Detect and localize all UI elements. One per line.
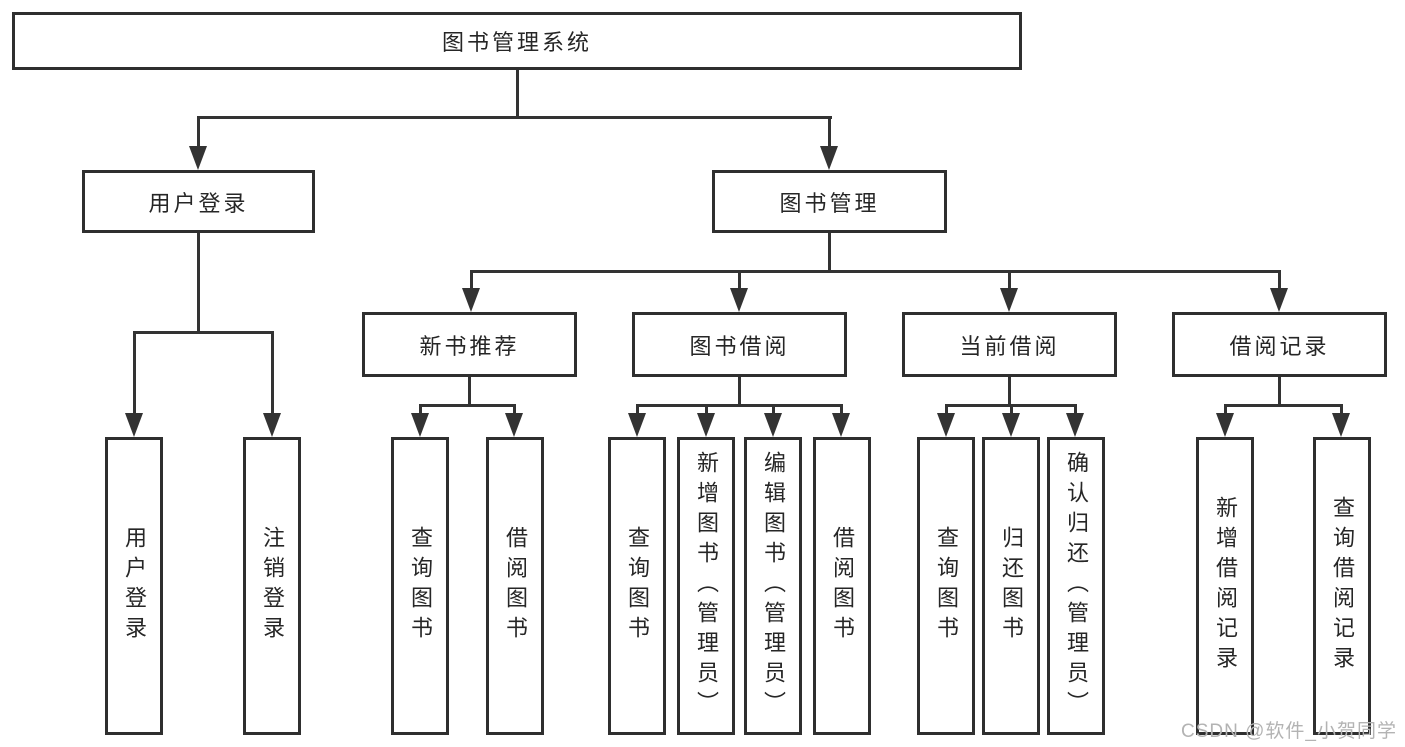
connector-currentborrow-stem [1008,377,1011,406]
node-new-book-recommend-label: 新书推荐 [419,333,520,359]
arrowhead-to-query-books-recommend [411,413,429,437]
leaf-return-books-label: 归还图书 [999,526,1024,646]
connector-login-to-leaf1 [133,331,136,415]
connector-bookmgmt-stem [828,233,831,272]
arrowhead-to-leaf-user-login [125,413,143,437]
node-user-login-label: 用户登录 [148,190,249,216]
leaf-query-borrow-record: 查询借阅记录 [1313,437,1371,735]
arrowhead-to-edit-books-admin [764,413,782,437]
connector-to-recommend [470,270,473,290]
connector-currentborrow-leaf2 [1010,404,1013,416]
connector-root-to-login [197,116,200,148]
connector-recommend-leaf1 [419,404,422,416]
leaf-logout: 注销登录 [243,437,301,735]
connector-records-leaf2 [1340,404,1343,416]
leaf-query-books-current: 查询图书 [917,437,975,735]
connector-bookborrow-stem [738,377,741,406]
leaf-add-borrow-record-label: 新增借阅记录 [1213,496,1238,676]
connector-bookborrow-branch [636,404,842,407]
leaf-add-books-admin: 新增图书（管理员） [677,437,735,735]
leaf-add-books-admin-label: 新增图书（管理员） [694,451,719,721]
node-book-management: 图书管理 [712,170,947,233]
leaf-confirm-return-admin-label: 确认归还（管理员） [1064,451,1089,721]
leaf-query-books-borrow-label: 查询图书 [625,526,650,646]
leaf-query-borrow-record-label: 查询借阅记录 [1330,496,1355,676]
arrowhead-to-book-management [820,146,838,170]
node-borrow-records-label: 借阅记录 [1229,333,1330,359]
connector-root-stem [516,70,519,118]
arrowhead-to-user-login [189,146,207,170]
connector-recommend-leaf2 [513,404,516,416]
arrowhead-to-leaf-logout [263,413,281,437]
connector-to-current-borrow [1008,270,1011,290]
node-root: 图书管理系统 [12,12,1022,70]
node-book-borrow-label: 图书借阅 [689,333,790,359]
leaf-query-books-current-label: 查询图书 [934,526,959,646]
leaf-borrow-books-recommend: 借阅图书 [486,437,544,735]
node-borrow-records: 借阅记录 [1172,312,1387,377]
leaf-borrow-books-recommend-label: 借阅图书 [503,526,528,646]
leaf-edit-books-admin-label: 编辑图书（管理员） [761,451,786,721]
connector-to-book-borrow [738,270,741,290]
connector-login-to-leaf2 [271,331,274,415]
connector-to-borrow-records [1278,270,1281,290]
leaf-query-books-recommend-label: 查询图书 [408,526,433,646]
connector-currentborrow-leaf3 [1074,404,1077,416]
arrowhead-to-borrow-books [832,413,850,437]
arrowhead-to-borrow-records [1270,288,1288,312]
node-book-borrow: 图书借阅 [632,312,847,377]
node-new-book-recommend: 新书推荐 [362,312,577,377]
connector-bookborrow-leaf4 [840,404,843,416]
leaf-user-login-label: 用户登录 [122,526,147,646]
node-book-management-label: 图书管理 [779,190,880,216]
leaf-user-login: 用户登录 [105,437,163,735]
connector-records-leaf1 [1224,404,1227,416]
leaf-confirm-return-admin: 确认归还（管理员） [1047,437,1105,735]
connector-login-branch [133,331,273,334]
leaf-query-books-borrow: 查询图书 [608,437,666,735]
arrowhead-to-add-borrow-record [1216,413,1234,437]
node-root-label: 图书管理系统 [441,30,592,55]
arrowhead-to-confirm-return [1066,413,1084,437]
arrowhead-to-query-borrow-record [1332,413,1350,437]
arrowhead-to-book-borrow [730,288,748,312]
connector-recommend-branch [419,404,516,407]
csdn-watermark: CSDN @软件_小贺同学 [1181,721,1397,742]
connector-records-branch [1224,404,1342,407]
arrowhead-to-borrow-books-recommend [505,413,523,437]
arrowhead-to-current-borrow [1000,288,1018,312]
leaf-add-borrow-record: 新增借阅记录 [1196,437,1254,735]
connector-bookborrow-leaf3 [772,404,775,416]
connector-bookborrow-leaf2 [705,404,708,416]
leaf-edit-books-admin: 编辑图书（管理员） [744,437,802,735]
arrowhead-to-query-books-borrow [628,413,646,437]
leaf-logout-label: 注销登录 [260,526,285,646]
arrowhead-to-add-books-admin [697,413,715,437]
leaf-query-books-recommend: 查询图书 [391,437,449,735]
leaf-borrow-books-label: 借阅图书 [830,526,855,646]
leaf-return-books: 归还图书 [982,437,1040,735]
arrowhead-to-return-books [1002,413,1020,437]
connector-recommend-stem [468,377,471,406]
connector-root-to-bookmgmt [828,116,831,148]
node-current-borrow-label: 当前借阅 [959,333,1060,359]
node-current-borrow: 当前借阅 [902,312,1117,377]
node-user-login: 用户登录 [82,170,315,233]
connector-root-branch [198,116,832,119]
arrowhead-to-new-book-recommend [462,288,480,312]
connector-login-stem [197,233,200,333]
connector-bookborrow-leaf1 [636,404,639,416]
connector-currentborrow-leaf1 [945,404,948,416]
connector-bookmgmt-branch [470,270,1281,273]
arrowhead-to-query-books-current [937,413,955,437]
leaf-borrow-books: 借阅图书 [813,437,871,735]
connector-records-stem [1278,377,1281,406]
